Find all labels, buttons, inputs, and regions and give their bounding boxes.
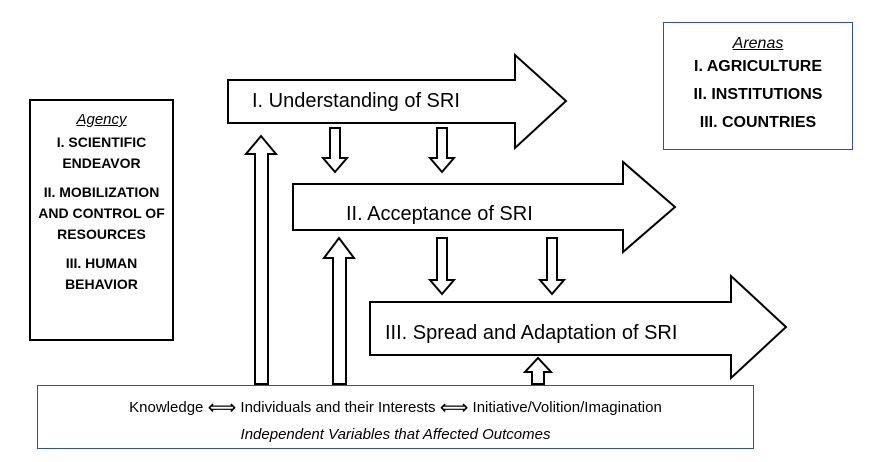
down-arrow-2b <box>537 237 567 296</box>
agency-title: Agency <box>76 111 127 128</box>
stage-arrow-3 <box>369 273 788 381</box>
variable-initiative: Initiative/Volition/Imagination <box>472 399 662 416</box>
up-arrow-to-stage-3 <box>522 356 554 385</box>
arenas-item-2: II. INSTITUTIONS <box>693 86 823 103</box>
stage-label-3: III. Spread and Adaptation of SRI <box>385 322 678 344</box>
agency-item-1: I. SCIENTIFIC ENDEAVOR <box>56 134 147 171</box>
stage-label-1: I. Understanding of SRI <box>252 90 460 112</box>
agency-box: Agency I. SCIENTIFIC ENDEAVOR II. MOBILI… <box>29 99 174 341</box>
arenas-title: Arenas <box>732 35 784 52</box>
up-arrow-to-stage-1 <box>243 134 279 385</box>
agency-item-2: II. MOBILIZATION AND CONTROL OF RESOURCE… <box>38 184 165 242</box>
stage-arrow-1 <box>227 52 568 151</box>
arenas-box: Arenas I. AGRICULTURE II. INSTITUTIONS I… <box>663 22 853 150</box>
agency-item-3: III. HUMAN BEHAVIOR <box>65 255 138 292</box>
variables-line: Knowledge ⟺ Individuals and their Intere… <box>38 395 753 420</box>
variable-individuals: Individuals and their Interests <box>240 399 436 416</box>
stage-arrow-2 <box>292 159 677 255</box>
up-arrow-to-stage-2 <box>322 236 356 385</box>
down-arrow-1a <box>320 127 350 174</box>
variables-caption: Independent Variables that Affected Outc… <box>240 426 551 443</box>
double-arrow-icon: ⟺ <box>207 397 237 419</box>
variable-knowledge: Knowledge <box>129 399 204 416</box>
stage-label-2: II. Acceptance of SRI <box>346 203 533 225</box>
down-arrow-1b <box>427 127 457 174</box>
arenas-item-3: III. COUNTRIES <box>699 114 817 131</box>
double-arrow-icon: ⟺ <box>439 397 469 419</box>
independent-variables-box: Knowledge ⟺ Individuals and their Intere… <box>37 385 754 449</box>
arenas-item-1: I. AGRICULTURE <box>694 58 822 75</box>
down-arrow-2a <box>427 237 457 296</box>
